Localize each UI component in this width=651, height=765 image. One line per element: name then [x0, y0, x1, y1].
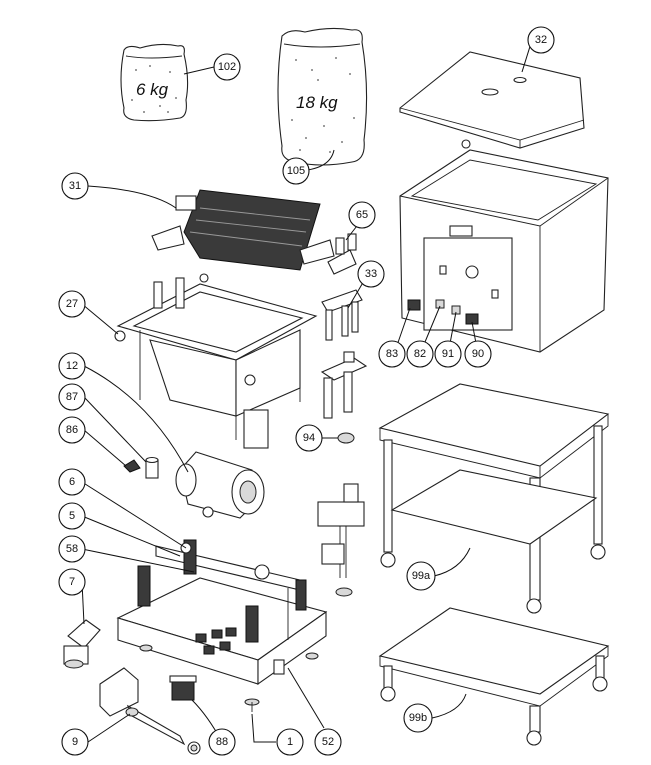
callout-12: 12 [58, 352, 86, 380]
callout-32: 32 [527, 26, 555, 54]
callout-82: 82 [406, 340, 434, 368]
motor [175, 451, 265, 519]
callout-label: 90 [472, 348, 484, 360]
base-assembly [116, 539, 328, 686]
callout-58: 58 [58, 535, 86, 563]
hanger-65 [327, 233, 357, 275]
basket [151, 189, 335, 271]
callout-6: 6 [58, 468, 86, 496]
callout-label: 99b [409, 712, 427, 724]
callout-86: 86 [58, 416, 86, 444]
callout-label: 65 [356, 209, 368, 221]
callout-5: 5 [58, 502, 86, 530]
bracket-33 [321, 289, 363, 341]
mount-bracket [99, 667, 139, 717]
callout-label: 33 [365, 268, 377, 280]
callout-52: 52 [314, 728, 342, 756]
lid [399, 51, 585, 149]
callout-99a: 99a [406, 561, 436, 591]
callout-105: 105 [282, 157, 310, 185]
table-99a [378, 383, 610, 614]
callout-label: 9 [72, 736, 78, 748]
callout-label: 82 [414, 348, 426, 360]
bag-18kg: 18 kg [277, 27, 368, 166]
callout-label: 7 [69, 576, 75, 588]
callout-99b: 99b [403, 703, 433, 733]
bag-label: 6 kg [136, 80, 169, 99]
callout-91: 91 [434, 340, 462, 368]
shaft-9 [125, 704, 201, 755]
callout-label: 86 [66, 424, 78, 436]
callout-label: 27 [66, 298, 78, 310]
callout-33: 33 [357, 260, 385, 288]
callout-label: 12 [66, 360, 78, 372]
callout-label: 58 [66, 543, 78, 555]
callout-88: 88 [208, 728, 236, 756]
callout-83: 83 [378, 340, 406, 368]
callout-label: 102 [218, 61, 236, 73]
callout-87: 87 [58, 383, 86, 411]
callout-label: 5 [69, 510, 75, 522]
callout-27: 27 [58, 290, 86, 318]
spindle-assembly [317, 483, 365, 597]
callout-label: 88 [216, 736, 228, 748]
callout-label: 94 [303, 432, 315, 444]
callout-31: 31 [61, 172, 89, 200]
callout-94: 94 [295, 424, 323, 452]
callout-label: 52 [322, 736, 334, 748]
callout-label: 99a [412, 570, 431, 582]
pump-7 [63, 619, 101, 669]
bag-6kg: 6 kg [120, 43, 189, 122]
callout-label: 32 [535, 34, 547, 46]
callout-9: 9 [61, 728, 89, 756]
callout-102: 102 [213, 53, 241, 81]
callout-label: 31 [69, 180, 81, 192]
callout-90: 90 [464, 340, 492, 368]
table-99b [378, 607, 610, 746]
transformer-88 [169, 675, 197, 701]
callout-label: 1 [287, 736, 293, 748]
callout-label: 83 [386, 348, 398, 360]
callout-label: 87 [66, 391, 78, 403]
part-86-87 [123, 456, 159, 479]
callouts: 102 105 32 31 65 33 27 12 [58, 26, 555, 756]
foot-1 [244, 698, 260, 712]
cabinet [399, 139, 609, 353]
callout-65: 65 [348, 201, 376, 229]
callout-7: 7 [58, 568, 86, 596]
frame [114, 273, 318, 449]
bag-label: 18 kg [296, 93, 338, 112]
callout-label: 105 [287, 165, 305, 177]
callout-1: 1 [276, 728, 304, 756]
callout-label: 91 [442, 348, 454, 360]
bracket-94 [320, 351, 368, 444]
callout-label: 6 [69, 476, 75, 488]
